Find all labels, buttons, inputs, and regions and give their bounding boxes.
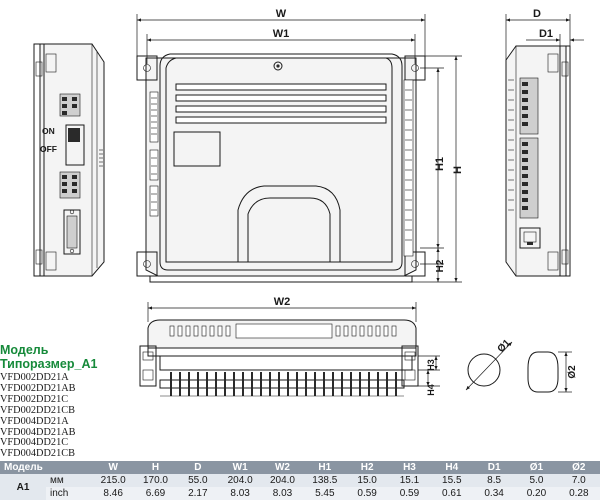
dim-label-o2: Ø2: [567, 365, 578, 379]
table-cell: 15.5: [430, 474, 473, 487]
dim-label-h2: H2: [435, 259, 446, 272]
dim-label-h: H: [452, 166, 464, 174]
table-unit-cell: мм: [46, 474, 92, 487]
dim-label-w2: W2: [274, 296, 291, 308]
dimension-table: Модель W H D W1 W2 H1 H2 H3 H4 D1 Ø1 Ø2 …: [0, 461, 600, 500]
dim-label-w: W: [276, 8, 287, 20]
table-header-cell: H4: [430, 461, 473, 474]
on-label: ON: [42, 126, 55, 136]
model-block: Модель Типоразмер_А1 VFD002DD21A VFD002D…: [0, 343, 140, 460]
table-group-cell: A1: [0, 474, 46, 500]
table-cell: 7.0: [557, 474, 600, 487]
right-side-view: D D1: [505, 8, 584, 277]
table-header-cell: H3: [388, 461, 431, 474]
table-cell: 215.0: [92, 474, 135, 487]
table-cell: 0.28: [557, 487, 600, 500]
frame-size-title: Типоразмер_А1: [0, 357, 98, 371]
dim-label-h1: H1: [434, 157, 446, 171]
hole-slot-detail: Ø2: [527, 351, 578, 393]
dim-label-h3: H3: [426, 359, 436, 371]
dim-label-d: D: [533, 8, 541, 20]
table-cell: 55.0: [176, 474, 219, 487]
table-header-model: Модель: [0, 461, 92, 474]
table-row: A1 мм 215.0 170.0 55.0 204.0 204.0 138.5…: [0, 474, 600, 500]
table-header-cell: H: [134, 461, 177, 474]
left-side-view: ON OFF: [33, 43, 105, 277]
table-cell: 0.59: [388, 487, 431, 500]
model-item: VFD004DD21CB: [0, 448, 75, 460]
table-header-cell: D: [176, 461, 219, 474]
table-header-cell: W: [92, 461, 135, 474]
model-item: VFD002DD21A: [0, 372, 69, 383]
table-header-cell: H2: [345, 461, 389, 474]
off-label: OFF: [40, 144, 57, 154]
dim-label-o1: Ø1: [496, 337, 514, 355]
model-list: VFD002DD21A VFD002DD21AB VFD002DD21C VFD…: [0, 372, 140, 460]
model-item: VFD002DD21AB: [0, 382, 76, 394]
model-title: Модель: [0, 343, 49, 357]
table-cell: 8.46: [92, 487, 135, 500]
bottom-view: W2 H3 H4: [139, 296, 440, 397]
dim-label-w1: W1: [273, 28, 290, 40]
table-cell: 0.20: [515, 487, 558, 500]
model-item: VFD002DD21C: [0, 393, 69, 405]
model-heading: Модель Типоразмер_А1: [0, 343, 140, 371]
table-cell: 8.03: [261, 487, 304, 500]
model-item: VFD004DD21C: [0, 437, 69, 449]
dimension-drawing: ON OFF: [33, 8, 584, 397]
table-unit-cell: inch: [46, 487, 92, 500]
table-cell: 15.1: [388, 474, 431, 487]
table-cell: 6.69: [134, 487, 177, 500]
table-cell: 204.0: [218, 474, 262, 487]
table-cell: 204.0: [261, 474, 304, 487]
table-header-cell: Ø2: [557, 461, 600, 474]
table-cell: 5.45: [303, 487, 346, 500]
table-cell: 0.59: [345, 487, 389, 500]
table-row: inch 8.46 6.69 2.17 8.03 8.03 5.45 0.59 …: [0, 487, 600, 500]
table-header-row: Модель W H D W1 W2 H1 H2 H3 H4 D1 Ø1 Ø2: [0, 461, 600, 474]
model-item: VFD004DD21AB: [0, 426, 76, 438]
dim-label-h4: H4: [426, 384, 436, 396]
table-header-cell: H1: [303, 461, 346, 474]
table-cell: 5.0: [515, 474, 558, 487]
table-cell: 0.61: [430, 487, 473, 500]
hole-round-detail: Ø1: [465, 337, 514, 391]
model-item: VFD004DD21A: [0, 415, 69, 427]
dim-label-d1: D1: [539, 28, 553, 40]
table-cell: 15.0: [345, 474, 389, 487]
table-cell: 2.17: [176, 487, 219, 500]
table-header-cell: D1: [472, 461, 516, 474]
table-header-cell: W1: [218, 461, 262, 474]
table-cell: 0.34: [472, 487, 516, 500]
table-cell: 138.5: [303, 474, 346, 487]
table-header-cell: W2: [261, 461, 304, 474]
table-header-cell: Ø1: [515, 461, 558, 474]
front-view: W W1 H H1 H2: [136, 8, 464, 283]
model-item: VFD002DD21CB: [0, 404, 75, 416]
table-cell: 8.5: [472, 474, 516, 487]
table-cell: 8.03: [218, 487, 262, 500]
table-cell: 170.0: [134, 474, 177, 487]
